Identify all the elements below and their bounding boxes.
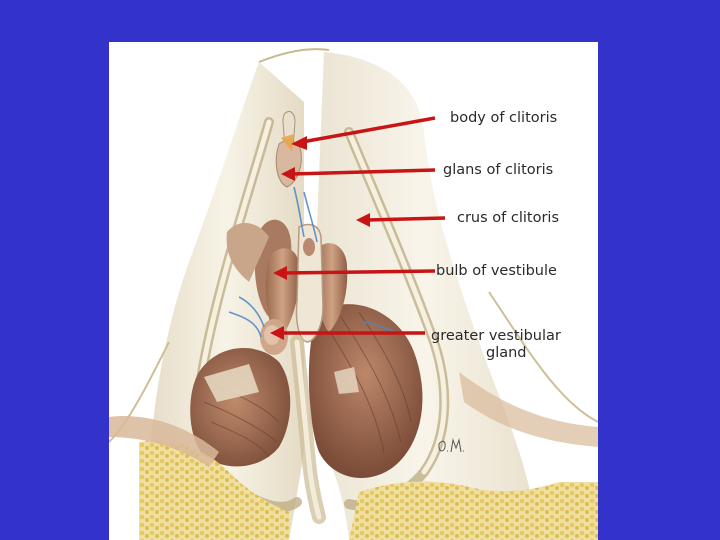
arrow-bulb-of-vestibule [273,266,436,280]
fat-tissue [109,372,598,540]
label-glans-of-clitoris: glans of clitoris [443,162,554,178]
arrow-body-of-clitoris [291,116,436,150]
vestibule [295,223,324,343]
arrow-glans-of-clitoris [281,167,436,181]
label-greater-vestibular-gland-line1: greater vestibular [431,328,561,344]
artist-signature [438,438,464,453]
label-crus-of-clitoris: crus of clitoris [457,210,560,226]
vessels [228,186,395,338]
figure-panel: body of clitoris glans of clitoris crus … [109,42,598,540]
arrows [270,116,446,340]
label-body-of-clitoris: body of clitoris [450,110,558,126]
muscle-left [190,348,291,467]
muscle-right [308,304,423,479]
label-greater-vestibular-gland: greater vestibular gland [431,328,561,362]
arrow-crus-of-clitoris [356,213,446,227]
arrow-greater-vestibular-gland [270,326,425,340]
perineum [290,335,326,524]
anatomical-illustration [109,48,598,540]
label-greater-vestibular-gland-line2: gland [486,345,527,361]
label-bulb-of-vestibule: bulb of vestibule [436,263,557,279]
